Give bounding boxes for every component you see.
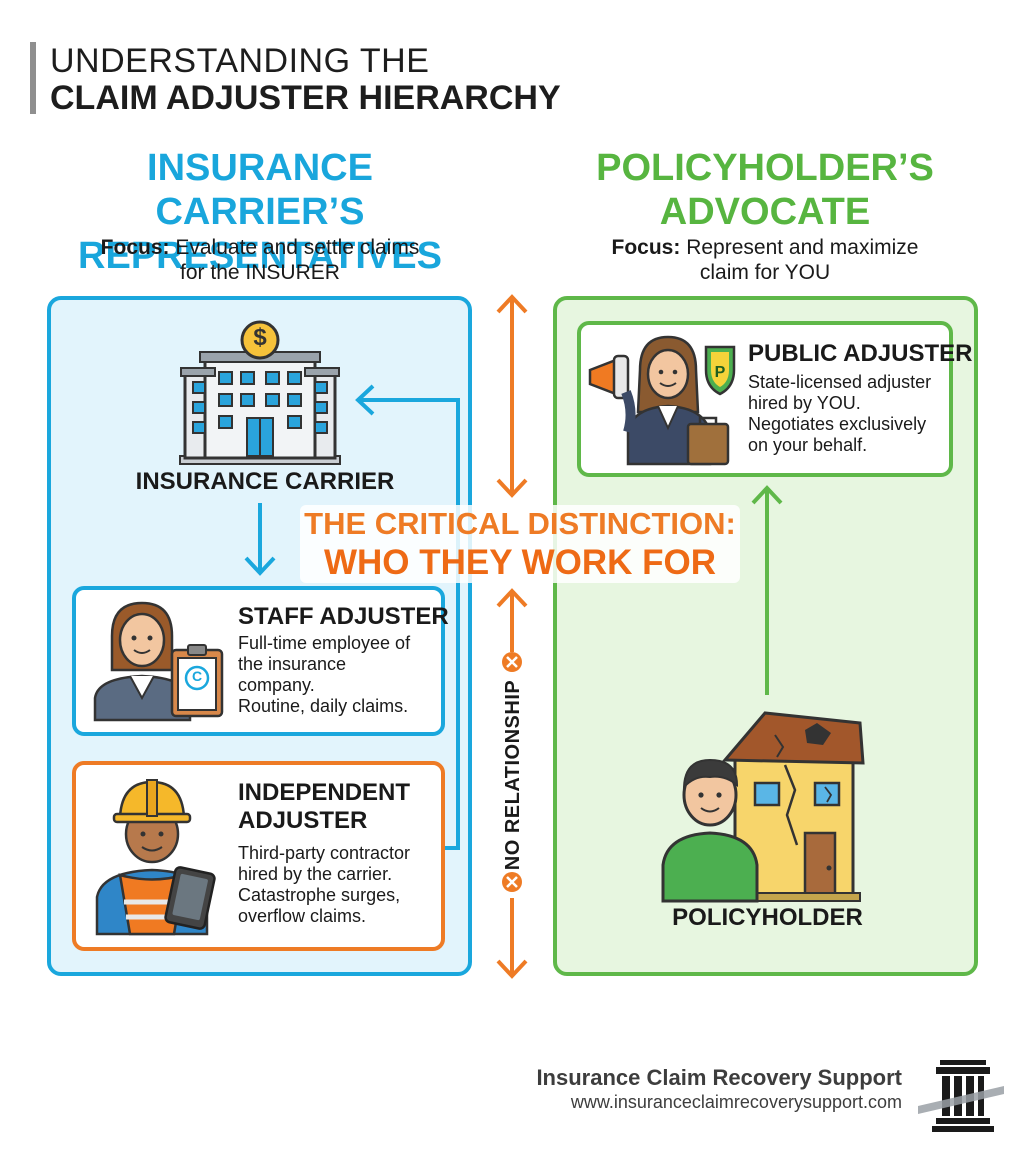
staff-adjuster-title: STAFF ADJUSTER: [238, 603, 449, 630]
insurance-carrier-label: INSURANCE CARRIER: [135, 468, 395, 495]
carrier-focus: Focus: Evaluate and settle claims for th…: [40, 235, 480, 285]
page-title-line2: CLAIM ADJUSTER HIERARCHY: [50, 79, 561, 117]
carrier-heading-line2: REPRESENTATIVES: [78, 235, 442, 277]
public-adjuster-title: PUBLIC ADJUSTER: [748, 340, 973, 367]
advocate-column-heading: POLICYHOLDER’S ADVOCATE: [540, 146, 990, 234]
carrier-heading-line1: INSURANCE CARRIER’S: [147, 147, 373, 233]
independent-adjuster-desc: Third-party contractor hired by the carr…: [238, 843, 411, 926]
distinction-line1: THE CRITICAL DISTINCTION:: [304, 506, 736, 541]
staff-adjuster-person-icon: [93, 601, 224, 722]
independent-adjuster-title: INDEPENDENT ADJUSTER: [238, 779, 411, 834]
carrier-focus-text1: Evaluate and settle claims: [175, 236, 420, 259]
policyholder-label: POLICYHOLDER: [672, 904, 863, 931]
pillar-logo-icon: [918, 1060, 1004, 1132]
footer-brand-name: Insurance Claim Recovery Support: [536, 1065, 902, 1090]
advocate-focus-text2: claim for YOU: [699, 261, 831, 284]
carrier-focus-label: Focus:: [100, 236, 170, 259]
page-title-line1: UNDERSTANDING THE: [50, 42, 430, 80]
advocate-focus-label: Focus:: [611, 236, 681, 259]
carrier-column-heading: INSURANCE CARRIER’S REPRESENTATIVES: [40, 146, 480, 278]
staff-badge-icon: C: [191, 668, 203, 684]
advocate-focus-text1: Represent and maximize: [686, 236, 919, 259]
independent-adjuster-person-icon: [95, 779, 216, 936]
dollar-coin-icon: $: [253, 324, 267, 351]
title-accent-bar: [30, 42, 36, 114]
footer-url: www.insuranceclaimrecoverysupport.com: [570, 1092, 902, 1112]
public-adjuster-person-icon: [588, 335, 736, 466]
advocate-focus: Focus: Represent and maximize claim for …: [540, 235, 990, 285]
advocate-heading-line2: ADVOCATE: [659, 191, 871, 233]
staff-adjuster-desc: Full-time employee of the insurance comp…: [238, 633, 411, 716]
public-shield-icon: P: [714, 364, 726, 381]
policyholder-house-icon: [661, 711, 865, 903]
building-icon: [179, 320, 341, 465]
critical-distinction-banner: THE CRITICAL DISTINCTION: WHO THEY WORK …: [300, 505, 740, 583]
no-relationship-label: NO RELATIONSHIP: [501, 679, 524, 871]
distinction-line2: WHO THEY WORK FOR: [323, 543, 717, 582]
advocate-heading-line1: POLICYHOLDER’S: [596, 147, 934, 189]
public-adjuster-desc: State-licensed adjuster hired by YOU. Ne…: [748, 372, 932, 455]
carrier-focus-text2: for the INSURER: [180, 261, 340, 284]
